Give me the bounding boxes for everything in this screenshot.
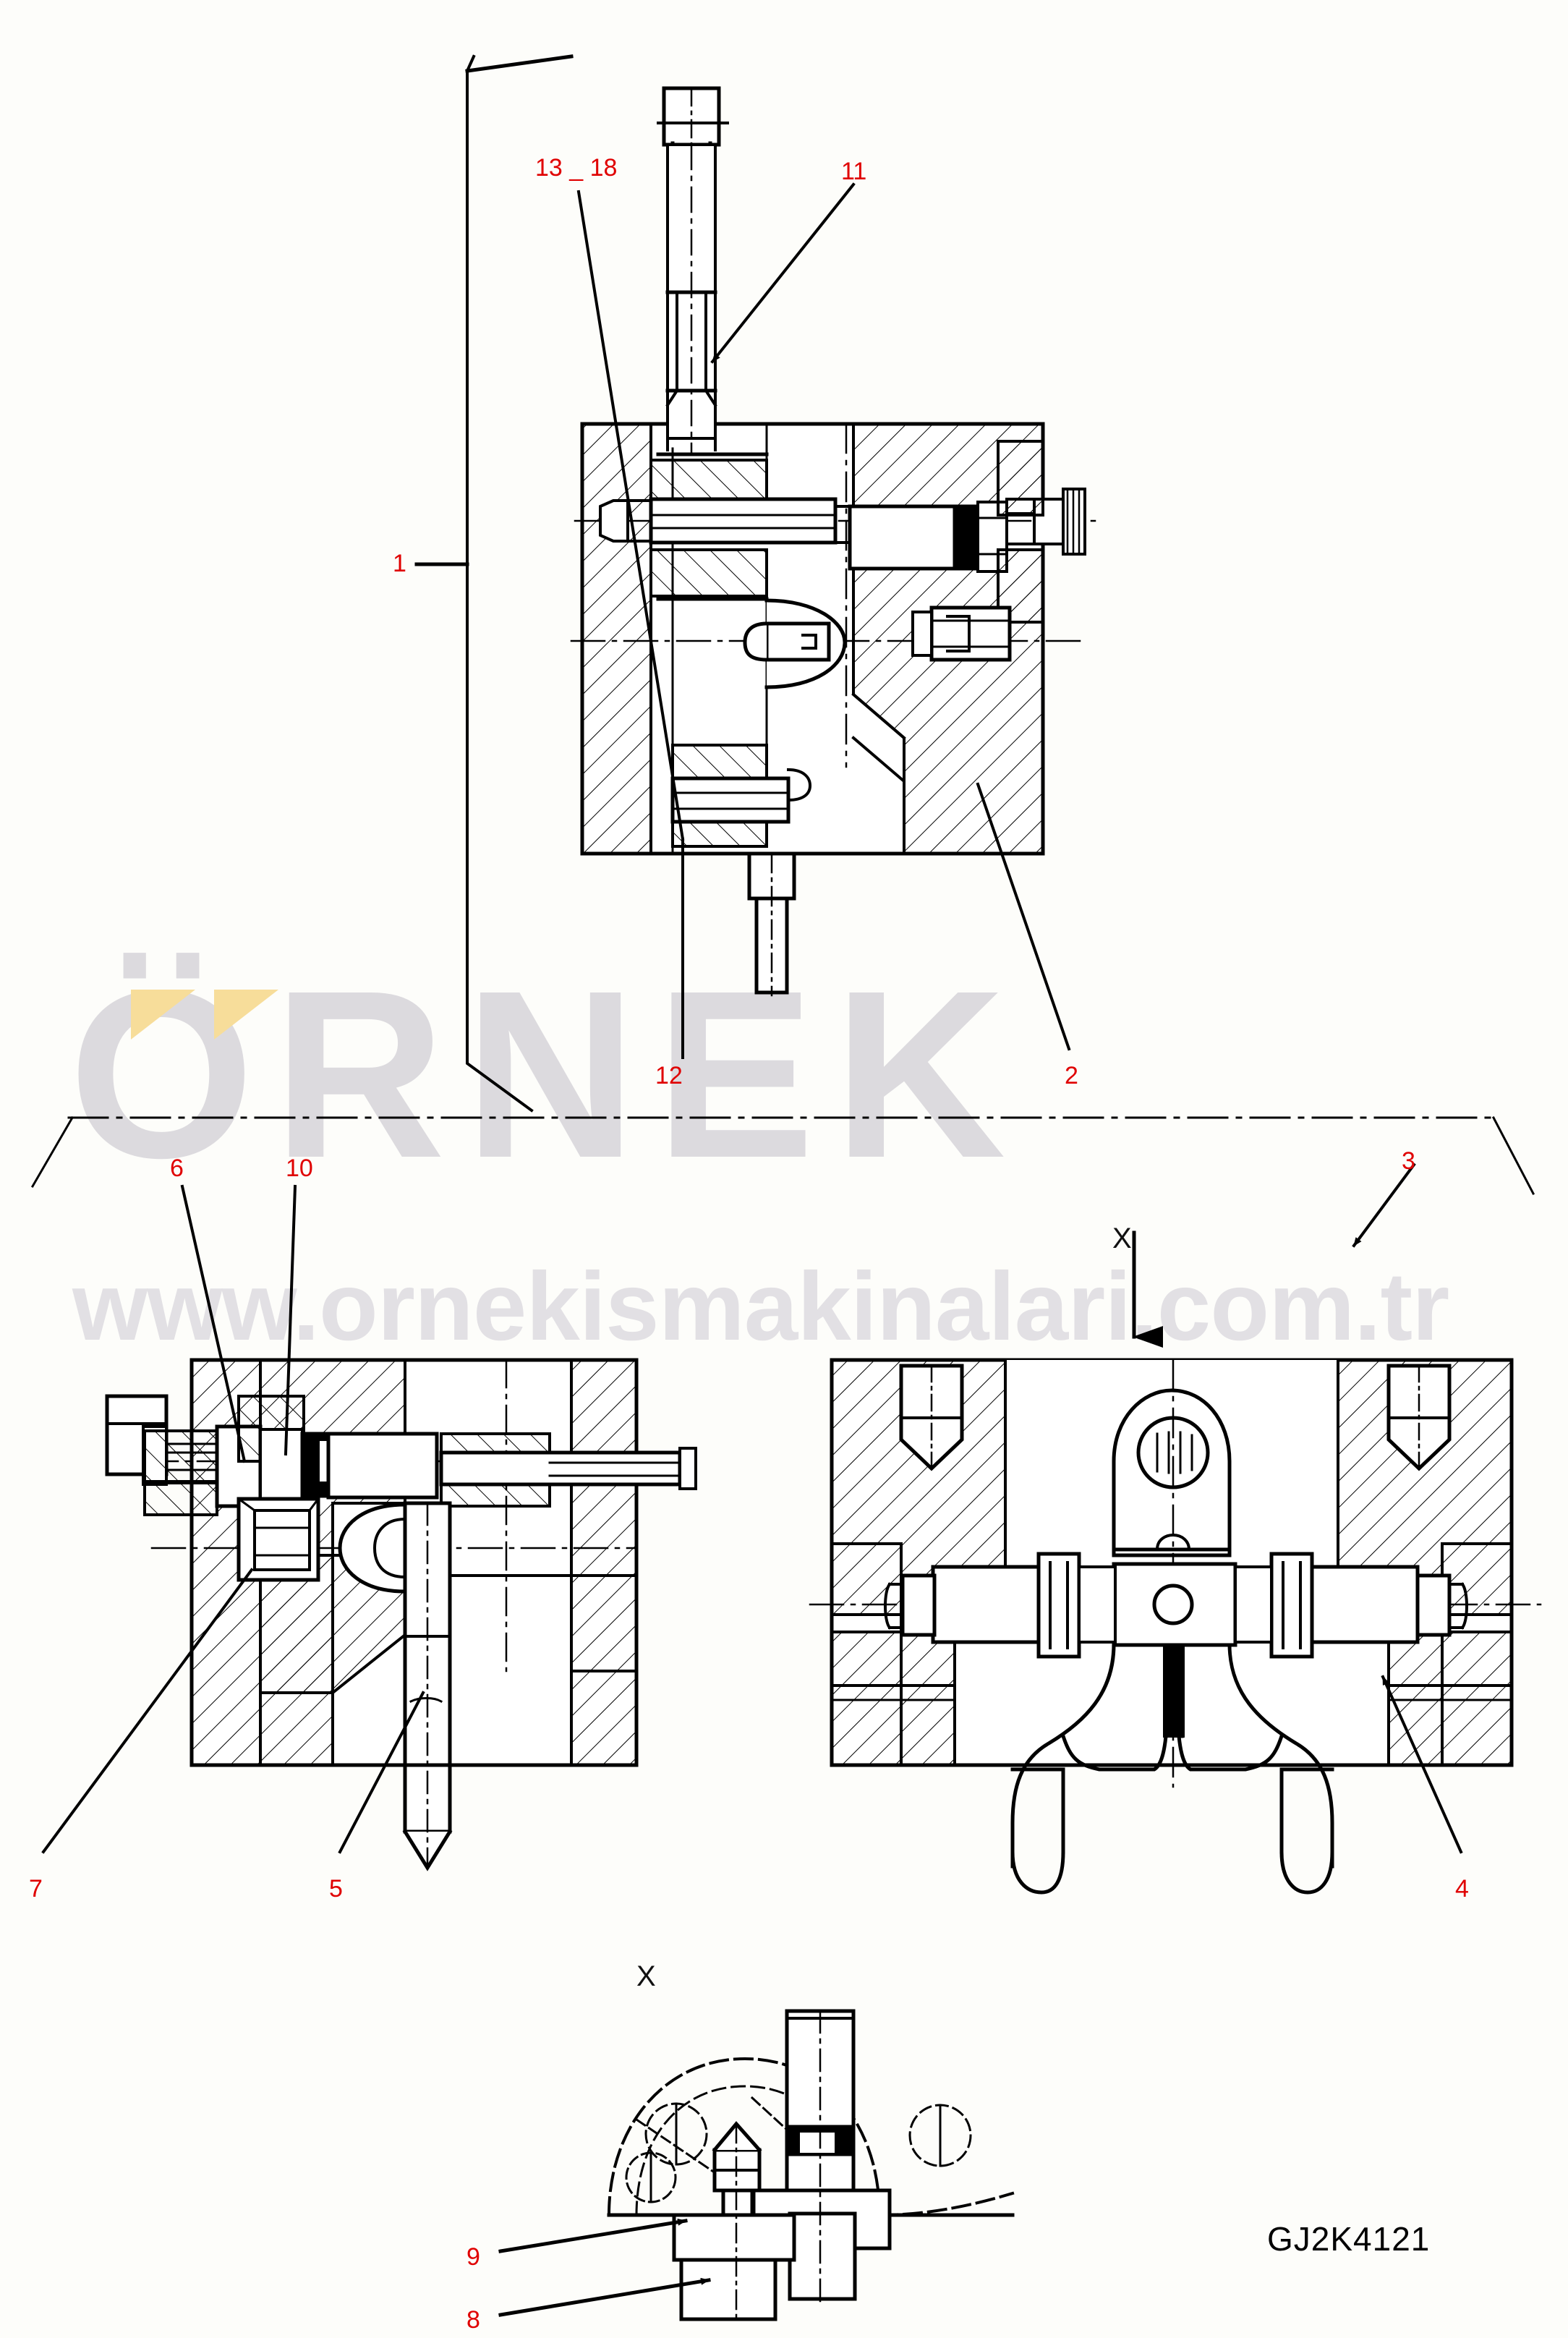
balloon-11: 11: [841, 158, 867, 185]
balloon-12: 12: [655, 1062, 683, 1089]
balloon-3: 3: [1402, 1147, 1415, 1175]
balloon-2: 2: [1065, 1062, 1078, 1089]
balloon-5: 5: [329, 1875, 343, 1903]
balloon-10: 10: [286, 1155, 313, 1182]
section-marker-x-top: X: [1112, 1223, 1132, 1254]
balloon-4: 4: [1455, 1875, 1469, 1903]
balloon-1: 1: [393, 550, 406, 577]
drawing-number: GJ2K4121: [1267, 2220, 1431, 2258]
balloon-6: 6: [170, 1155, 184, 1182]
balloon-7: 7: [29, 1875, 43, 1903]
balloon-8: 8: [466, 2306, 480, 2334]
section-marker-x-detail: X: [636, 1960, 656, 1992]
balloon-13-18: 13 _ 18: [535, 154, 618, 182]
balloon-9: 9: [466, 2243, 480, 2271]
